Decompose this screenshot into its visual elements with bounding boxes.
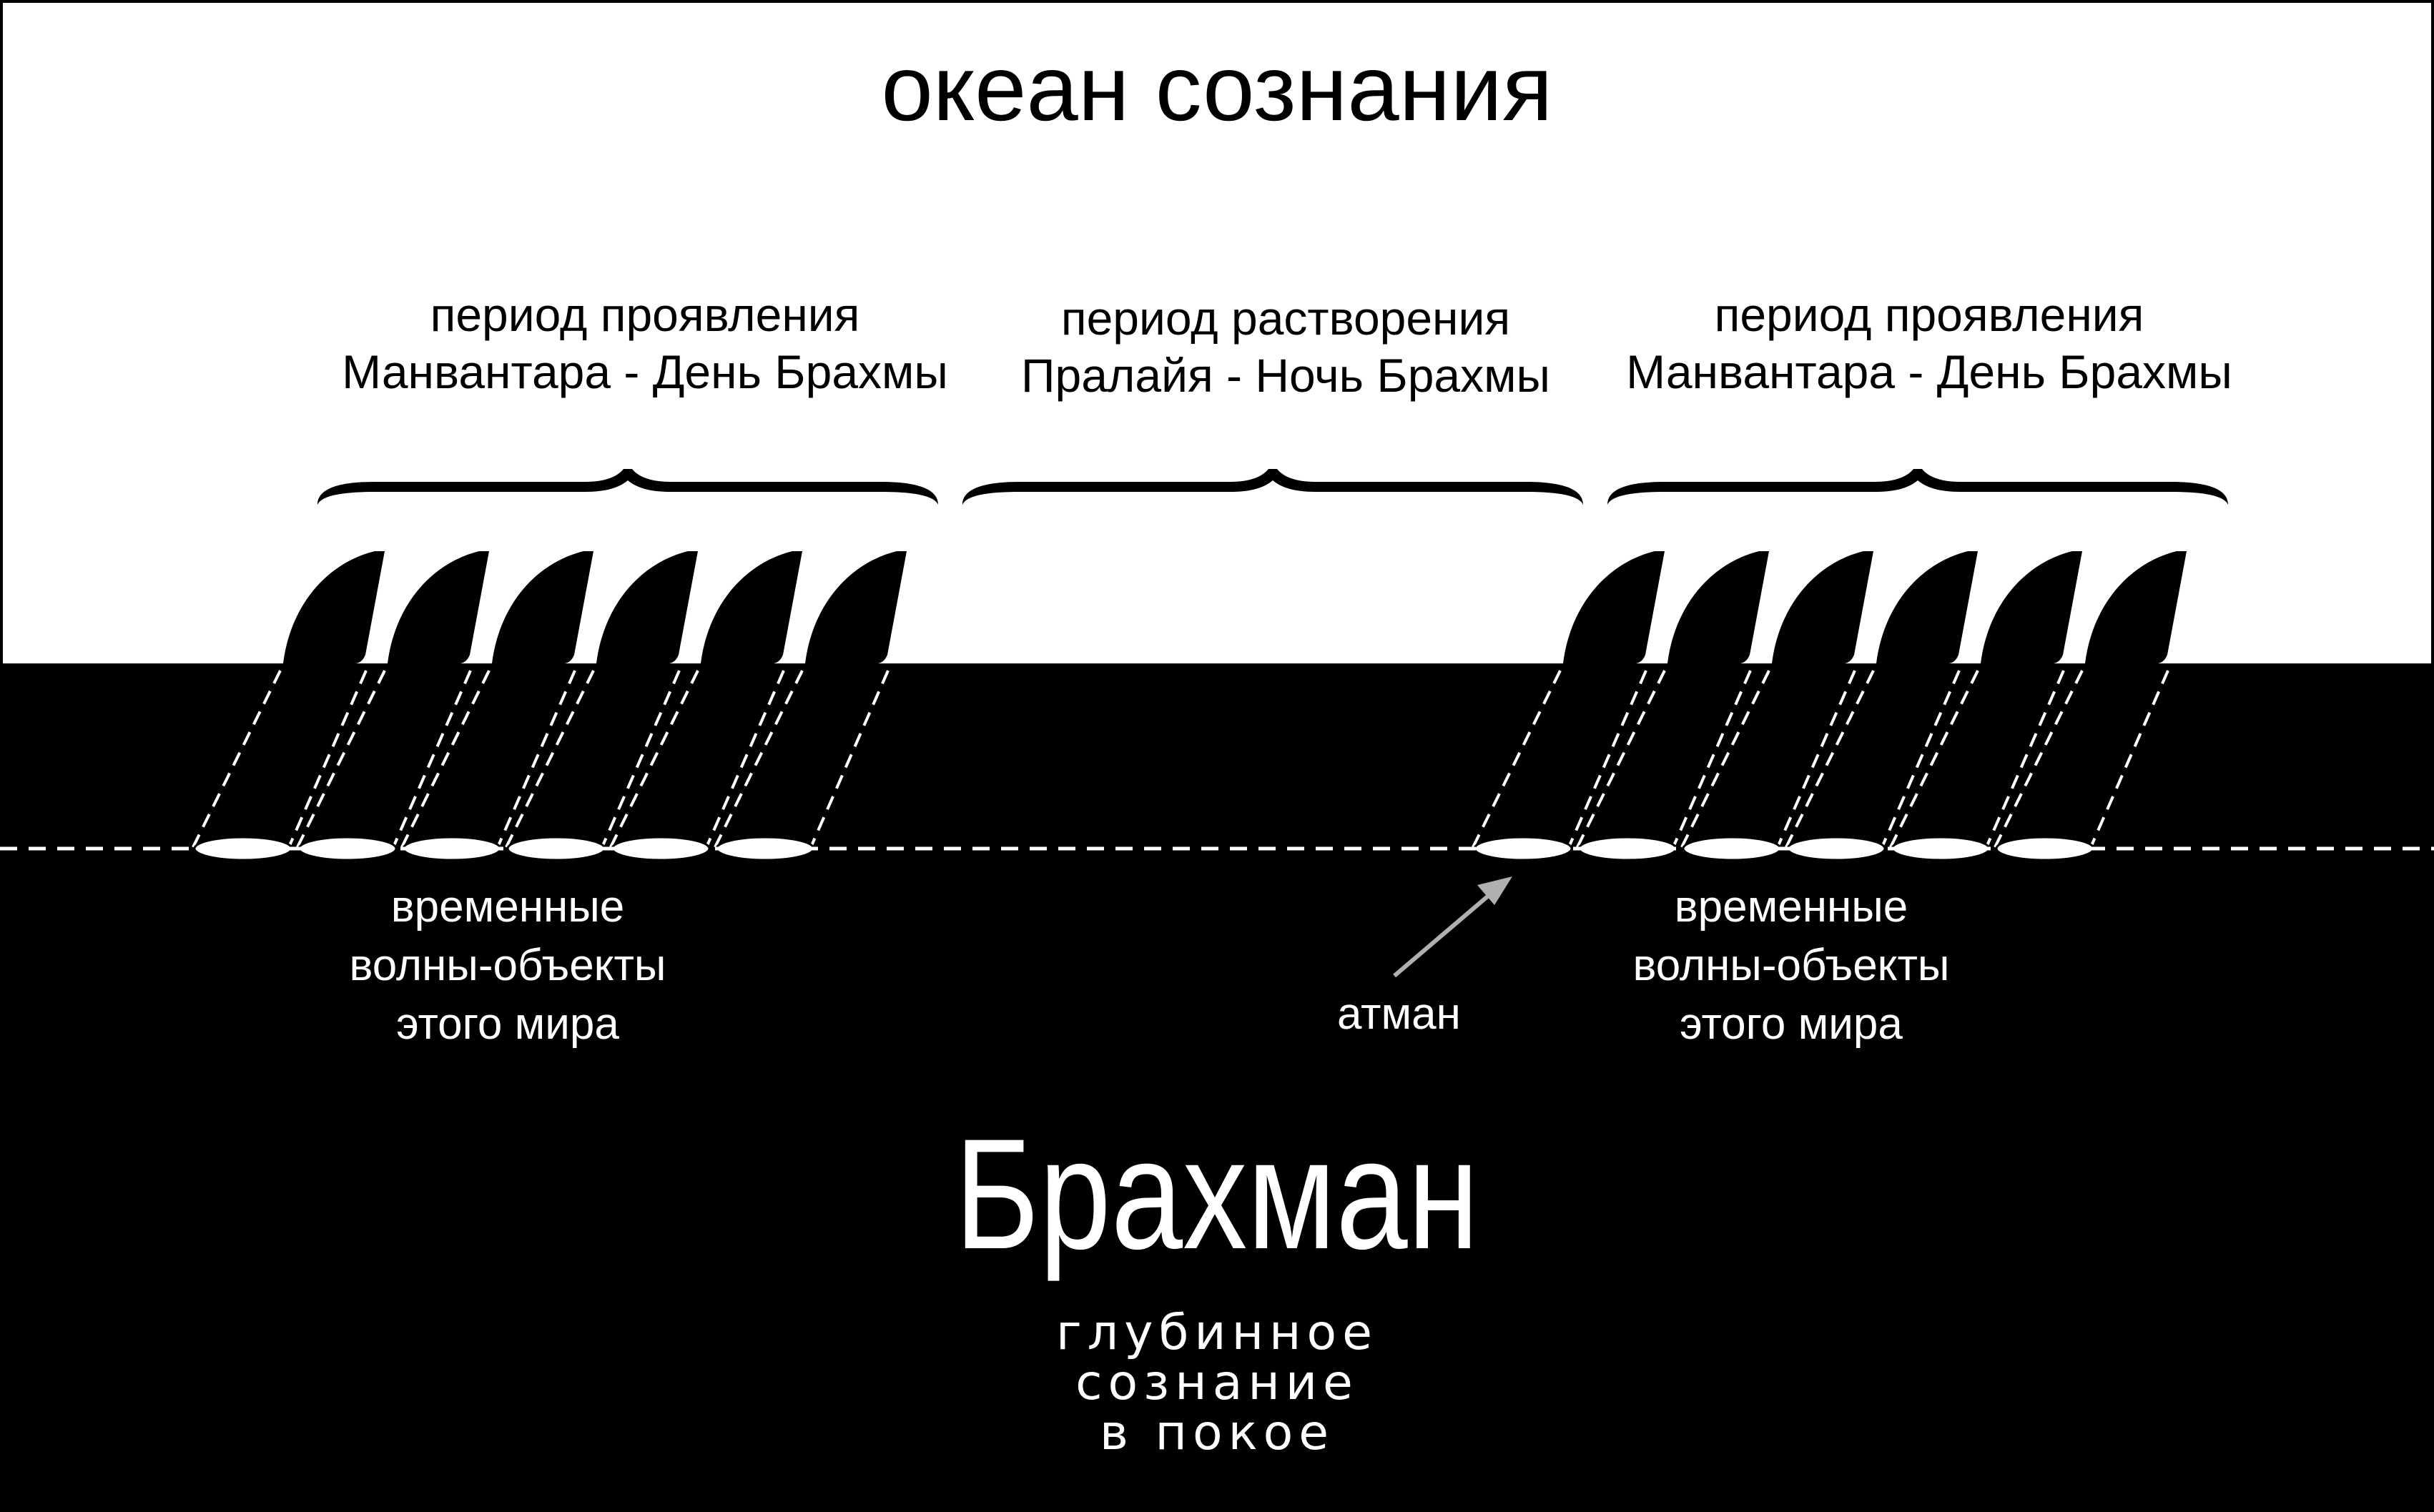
wave-fin <box>596 551 698 663</box>
wave-guide-line <box>809 670 890 848</box>
period-manifestation-1: период проявления Манвантара - День Брах… <box>316 286 974 400</box>
waves-label-right: временные волны-объекты этого мира <box>1591 878 1991 1054</box>
waves-label-line: волны-объекты <box>1632 941 1950 990</box>
period-name: Манвантара - День Брахмы <box>342 345 948 398</box>
waves-label-line: волны-объекты <box>349 941 666 990</box>
wave-guide-line <box>1672 670 1752 848</box>
wave-fin <box>2085 551 2187 663</box>
wave-fin <box>1667 551 1769 663</box>
wave-fin <box>492 551 593 663</box>
wave-guide-line <box>1985 670 2065 848</box>
atman-label: атман <box>1337 989 1461 1039</box>
deep-line: в покое <box>1099 1405 1335 1461</box>
wave-object-ellipse <box>402 836 502 861</box>
wave-guide-line <box>1776 670 1856 848</box>
deep-line: глубинное <box>1056 1305 1378 1361</box>
period-name: Манвантара - День Брахмы <box>1626 345 2232 398</box>
waves-label-left: временные волны-объекты этого мира <box>307 878 708 1054</box>
wave-guide-line <box>609 670 699 848</box>
period-braces <box>317 469 2228 505</box>
wave-guide-line <box>1472 670 1562 848</box>
wave-fin <box>805 551 907 663</box>
wave-guide-line <box>192 670 282 848</box>
wave-guide-line <box>296 670 386 848</box>
wave-guide-line <box>496 670 576 848</box>
wave-fin <box>388 551 489 663</box>
waves-label-line: этого мира <box>396 999 619 1049</box>
wave-fin <box>1563 551 1665 663</box>
wave-guide-line <box>1881 670 1961 848</box>
curly-brace <box>962 469 1583 505</box>
wave-guide-line <box>287 670 368 848</box>
wave-guide-line <box>1785 670 1875 848</box>
ocean-depth <box>0 663 2434 1512</box>
deep-consciousness-label: глубинное сознание в покое <box>0 1308 2434 1458</box>
wave-fin <box>1876 551 1978 663</box>
period-dissolution: период растворения Пралайя - Ночь Брахмы <box>985 290 1586 404</box>
wave-fin <box>701 551 802 663</box>
wave-guide-line <box>1994 670 2084 848</box>
wave-guide-line <box>1567 670 1647 848</box>
wave-guide-line <box>505 670 595 848</box>
waves-label-line: временные <box>390 882 625 932</box>
atman-arrow <box>1393 876 1512 978</box>
period-label: период проявления <box>430 288 860 341</box>
page-title: океан сознания <box>881 36 1553 140</box>
waves-label-line: этого мира <box>1680 999 1903 1049</box>
wave-fin <box>1981 551 2082 663</box>
curly-brace <box>1607 469 2228 505</box>
period-label: период растворения <box>1060 292 1511 345</box>
wave-fin <box>283 551 385 663</box>
wave-guide-line <box>705 670 785 848</box>
period-label: период проявления <box>1714 288 2144 341</box>
wave-guide-line <box>714 670 804 848</box>
waves-label-line: временные <box>1674 882 1908 932</box>
period-name: Пралайя - Ночь Брахмы <box>1021 349 1550 402</box>
wave-guide-line <box>392 670 472 848</box>
brahman-label: Брахман <box>955 1106 1479 1282</box>
wave-guide-line <box>1889 670 1979 848</box>
period-manifestation-2: период проявления Манвантара - День Брах… <box>1600 286 2258 400</box>
wave-guide-line <box>601 670 681 848</box>
wave-guide-line <box>400 670 491 848</box>
wave-guide-line <box>2089 670 2169 848</box>
curly-brace <box>317 469 938 505</box>
wave-guide-line <box>1576 670 1666 848</box>
wave-objects <box>192 551 2187 861</box>
wave-fin <box>1772 551 1873 663</box>
wave-guide-line <box>1680 670 1770 848</box>
deep-line: сознание <box>1075 1355 1359 1411</box>
